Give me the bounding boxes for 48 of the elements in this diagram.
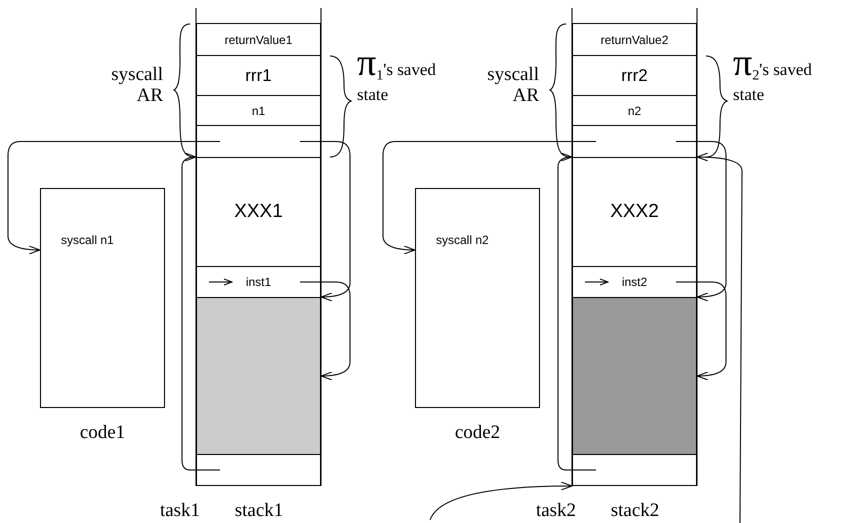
task-label: task1 [158, 500, 202, 521]
code-caption: code2 [454, 422, 502, 443]
arrow [300, 282, 350, 380]
stack-cell [196, 454, 321, 486]
arrow [300, 141, 350, 302]
stack-cell [572, 125, 697, 158]
arrow [696, 152, 742, 523]
shaded-stack-block [196, 297, 321, 455]
arrow [558, 152, 596, 470]
arrow [382, 141, 596, 254]
arrow [8, 141, 220, 254]
code-text: syscall n1 [61, 233, 114, 247]
cell-label: n1 [252, 104, 266, 118]
stack-cell [196, 23, 321, 56]
cell-label: n2 [628, 104, 642, 118]
arrow [676, 141, 726, 302]
arrow [430, 482, 572, 520]
task-label: task2 [534, 500, 578, 521]
stack-cell [572, 157, 697, 267]
stack-cell [572, 23, 697, 56]
cell-label: XXX1 [234, 201, 283, 223]
code-box [40, 188, 165, 408]
brace-label: syscall AR [486, 64, 539, 106]
cell-label: returnValue1 [224, 32, 292, 46]
stack-cell [572, 95, 697, 126]
cell-label: inst2 [622, 275, 648, 289]
cell-label: returnValue2 [600, 32, 668, 46]
stack-cell [196, 157, 321, 267]
brace-label: π$_{1}$'s saved state [357, 54, 437, 104]
stack-label: stack1 [234, 500, 284, 521]
shaded-stack-block [572, 297, 697, 455]
cell-label: inst1 [246, 275, 272, 289]
brace-label: π$_{2}$'s saved state [733, 54, 813, 104]
code-box [415, 188, 540, 408]
stack-cell [572, 55, 697, 96]
brace-label: syscall AR [110, 64, 163, 106]
cell-label: XXX2 [610, 201, 659, 223]
code-caption: code1 [78, 422, 126, 443]
stack-cell [196, 125, 321, 158]
stack-cell [196, 95, 321, 126]
code-text: syscall n2 [436, 233, 489, 247]
stack-cell [196, 55, 321, 96]
cell-label: rrr1 [245, 66, 272, 86]
arrow [182, 152, 220, 470]
stack-cell [572, 454, 697, 486]
cell-label: rrr2 [621, 66, 648, 86]
arrow [676, 282, 726, 380]
stack-label: stack2 [610, 500, 660, 521]
